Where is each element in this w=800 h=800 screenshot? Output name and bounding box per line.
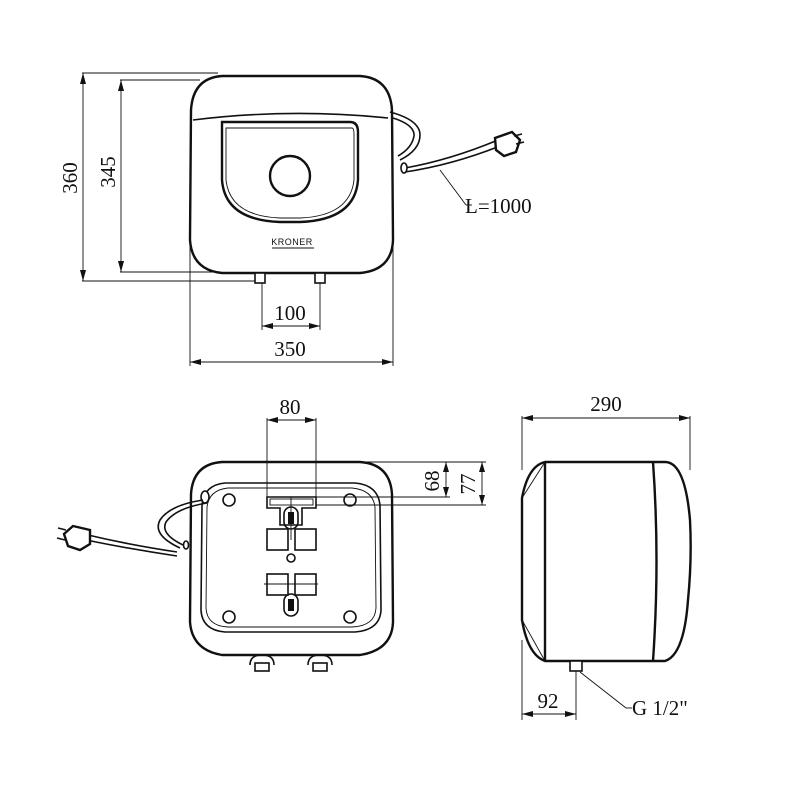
pipe-rear-right <box>312 662 328 672</box>
dim-label-350: 350 <box>274 337 306 361</box>
dim-label-360: 360 <box>58 162 82 194</box>
heater-body-side <box>520 460 692 663</box>
side-front-edge <box>651 461 658 662</box>
side-view: 290 92 G 1/2" <box>520 392 692 720</box>
dim-label-290: 290 <box>590 392 622 416</box>
leader-thread <box>579 671 627 709</box>
arrow <box>522 415 533 421</box>
arrow <box>262 323 273 329</box>
pipe-side <box>569 660 583 672</box>
wall-bracket <box>266 496 317 540</box>
pipe-right <box>314 272 326 284</box>
arrow <box>479 495 485 505</box>
pipe-rear-left <box>254 662 270 672</box>
arrow <box>679 415 690 421</box>
leader-cable <box>439 169 467 206</box>
pad-lower-left <box>266 573 289 596</box>
dim-label-92: 92 <box>538 689 559 713</box>
pad-lower-right <box>294 573 317 596</box>
pipe-left <box>254 272 266 284</box>
arrow <box>522 711 533 717</box>
arrow <box>80 73 86 84</box>
plug-rear <box>62 524 92 552</box>
mount-hole-bl <box>222 610 236 624</box>
heater-body-front <box>188 74 395 275</box>
dim-label-77: 77 <box>456 474 480 495</box>
front-window <box>220 120 360 224</box>
dim-label-345: 345 <box>96 156 120 188</box>
arrow <box>267 417 278 423</box>
mount-hole-tr <box>343 493 357 507</box>
pad-upper-right <box>294 528 317 551</box>
arrow <box>305 417 316 423</box>
arrow <box>443 487 449 497</box>
arrow <box>382 359 393 365</box>
thermostat-knob <box>268 154 312 198</box>
arrow <box>443 462 449 472</box>
arrow <box>190 359 201 365</box>
bracket-slot-bottom <box>283 593 299 617</box>
arrow <box>479 462 485 472</box>
dim-label-80: 80 <box>280 395 301 419</box>
mount-hole-br <box>343 610 357 624</box>
dim-label-cable-length: L=1000 <box>465 194 532 218</box>
arrow <box>118 261 124 272</box>
center-hole <box>286 553 296 563</box>
front-window-inner <box>225 127 355 219</box>
power-cable-front <box>389 111 525 174</box>
mount-hole-tl <box>222 493 236 507</box>
top-band-line <box>192 112 389 121</box>
arrow <box>309 323 320 329</box>
dim-height-lines <box>80 72 258 282</box>
dim-label-thread: G 1/2" <box>632 696 688 720</box>
arrow <box>565 711 576 717</box>
power-cable-rear <box>56 490 210 557</box>
front-view: 360 345 KRONER 100 350 <box>58 72 532 366</box>
dim-label-100: 100 <box>274 301 306 325</box>
dim-label-68: 68 <box>420 471 444 492</box>
brand-logo: KRONER <box>271 237 313 247</box>
plug-front <box>493 130 522 158</box>
arrow <box>80 270 86 281</box>
pad-upper-left <box>266 528 289 551</box>
rear-view: 80 68 77 <box>56 395 486 672</box>
arrow <box>118 80 124 91</box>
heater-body-rear <box>188 460 395 657</box>
